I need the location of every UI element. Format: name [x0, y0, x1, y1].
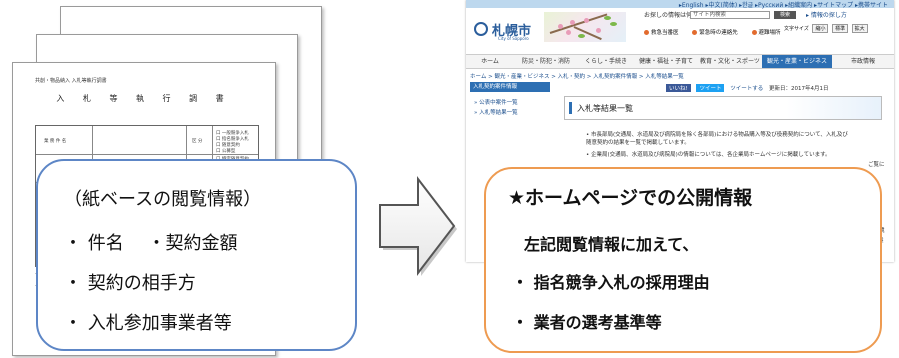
top-links[interactable]: ▸English ▸中文(简体) ▸한글 ▸Русский ▸組織案内 ▸サイト… — [678, 2, 888, 9]
nav-item-living[interactable]: くらし・手続き — [584, 58, 627, 65]
table-cell: 業 務 件 名 — [44, 139, 67, 144]
emergency-link[interactable]: 緊急時の連絡先 — [692, 30, 744, 36]
search-help-link[interactable]: ▸ 情報の探し方 — [806, 12, 847, 19]
right-arrow-icon — [379, 176, 457, 276]
page-title: 入札等結果一覧 — [577, 104, 633, 113]
alert-icon — [751, 30, 757, 35]
paper-callout-heading: （紙ベースの閲覧情報） — [64, 189, 262, 210]
text-size-button[interactable]: 拡大 — [851, 24, 868, 33]
logo-subtitle: City of Sapporo — [498, 36, 529, 41]
nav-item-disaster[interactable]: 防災・防犯・消防 — [521, 58, 570, 65]
table-cell: 口 一般競争入札 — [216, 131, 249, 136]
table-cell: 口 随意契約 — [216, 143, 240, 148]
paper-callout-item: ・ 契約の相手方 — [64, 273, 196, 294]
top-language-bar: ▸English ▸中文(简体) ▸한글 ▸Русский ▸組織案内 ▸サイト… — [466, 0, 894, 9]
text-size-label: 文字サイズ — [784, 26, 809, 32]
alert-icon — [692, 30, 698, 35]
body-text: • 企業局(交通局、水道局及び病院局)の情報については、各企業局ホームページに掲… — [586, 152, 831, 158]
breadcrumb[interactable]: ホーム > 観光・産業・ビジネス > 入札・契約 > 入札契約案件情報 > 入札… — [470, 74, 684, 80]
city-emblem-icon — [474, 22, 488, 36]
web-callout-intro: 左記閲覧情報に加えて、 — [524, 235, 699, 254]
paper-callout-item: ・ 件名 ・契約金額 — [64, 233, 238, 254]
paper-callout-item: ・ 入札参加事業者等 — [64, 313, 232, 334]
body-text: • 市長部局(交通局、水道局及び病院局を除く各部局)における物品購入等及び役務契… — [586, 132, 848, 138]
emergency-link[interactable]: 避難場所 — [751, 30, 787, 36]
table-cell: 口 公募型 — [216, 149, 236, 154]
sidebar-heading[interactable]: 入札契約案件情報 — [470, 82, 550, 92]
site-search-input[interactable]: サイト内検索 — [690, 11, 770, 19]
web-info-callout: ★ホームページでの公開情報 左記閲覧情報に加えて、 ・ 指名競争入札の採用理由 … — [484, 167, 882, 353]
page-title-box: 入札等結果一覧 — [564, 96, 882, 120]
nav-item-city-info[interactable]: 市政情報 — [850, 58, 875, 65]
table-cell: 口 指名競争入札 — [216, 137, 249, 142]
nav-item-education[interactable]: 教育・文化・スポーツ — [700, 58, 760, 65]
header-blossom-image — [544, 12, 626, 42]
tweet-link[interactable]: ツイートする — [730, 86, 764, 92]
document-title: 入 札 等 執 行 調 書 — [56, 94, 232, 103]
paper-info-callout: （紙ベースの閲覧情報） ・ 件名 ・契約金額 ・ 契約の相手方 ・ 入札参加事業… — [36, 159, 357, 351]
alert-icon — [644, 30, 649, 35]
like-button[interactable]: いいね! — [666, 84, 691, 92]
document-header-note: 共創・物品納入 入札等執行調書 — [35, 78, 107, 84]
table-cell: 区 分 — [192, 139, 203, 144]
text-size-controls: 文字サイズ 縮小 標準 拡大 — [784, 24, 868, 33]
emergency-link[interactable]: 救急当番医 — [644, 30, 685, 36]
tweet-button[interactable]: ツイート — [696, 84, 725, 92]
nav-item-business[interactable]: 観光・産業・ビジネス — [762, 55, 832, 68]
global-nav: ホーム 防災・防犯・消防 くらし・手続き 健康・福祉・子育て 教育・文化・スポー… — [466, 54, 894, 69]
share-tools: いいね! ツイート ツイートする 更新日：2017年4月1日 — [666, 84, 829, 92]
web-callout-heading: ★ホームページでの公開情報 — [508, 187, 753, 209]
sidebar: 入札契約案件情報 » 公表中案件一覧 » 入札等結果一覧 — [470, 82, 550, 262]
web-callout-item: ・ 指名競争入札の採用理由 — [512, 273, 710, 292]
nav-item-health[interactable]: 健康・福祉・子育て — [638, 58, 693, 65]
body-text-fragment: ご覧に — [868, 162, 885, 168]
web-callout-item: ・ 業者の選考基準等 — [512, 313, 662, 332]
logo-text: 札幌市 — [492, 24, 532, 39]
search-prompt: お探しの情報は何ですか。 — [644, 12, 716, 19]
updated-date: 更新日：2017年4月1日 — [769, 86, 829, 92]
nav-item-home[interactable]: ホーム — [481, 58, 499, 65]
text-size-button[interactable]: 縮小 — [812, 24, 829, 33]
body-text: 随意契約の結果を一覧で掲載しています。 — [586, 140, 690, 146]
text-size-button[interactable]: 標準 — [832, 24, 849, 33]
search-button[interactable]: 検索 — [774, 11, 796, 19]
sidebar-item-open-cases[interactable]: » 公表中案件一覧 — [474, 100, 518, 106]
emergency-links: 救急当番医 緊急時の連絡先 避難場所 — [644, 28, 793, 36]
sidebar-item-results[interactable]: » 入札等結果一覧 — [474, 110, 518, 116]
